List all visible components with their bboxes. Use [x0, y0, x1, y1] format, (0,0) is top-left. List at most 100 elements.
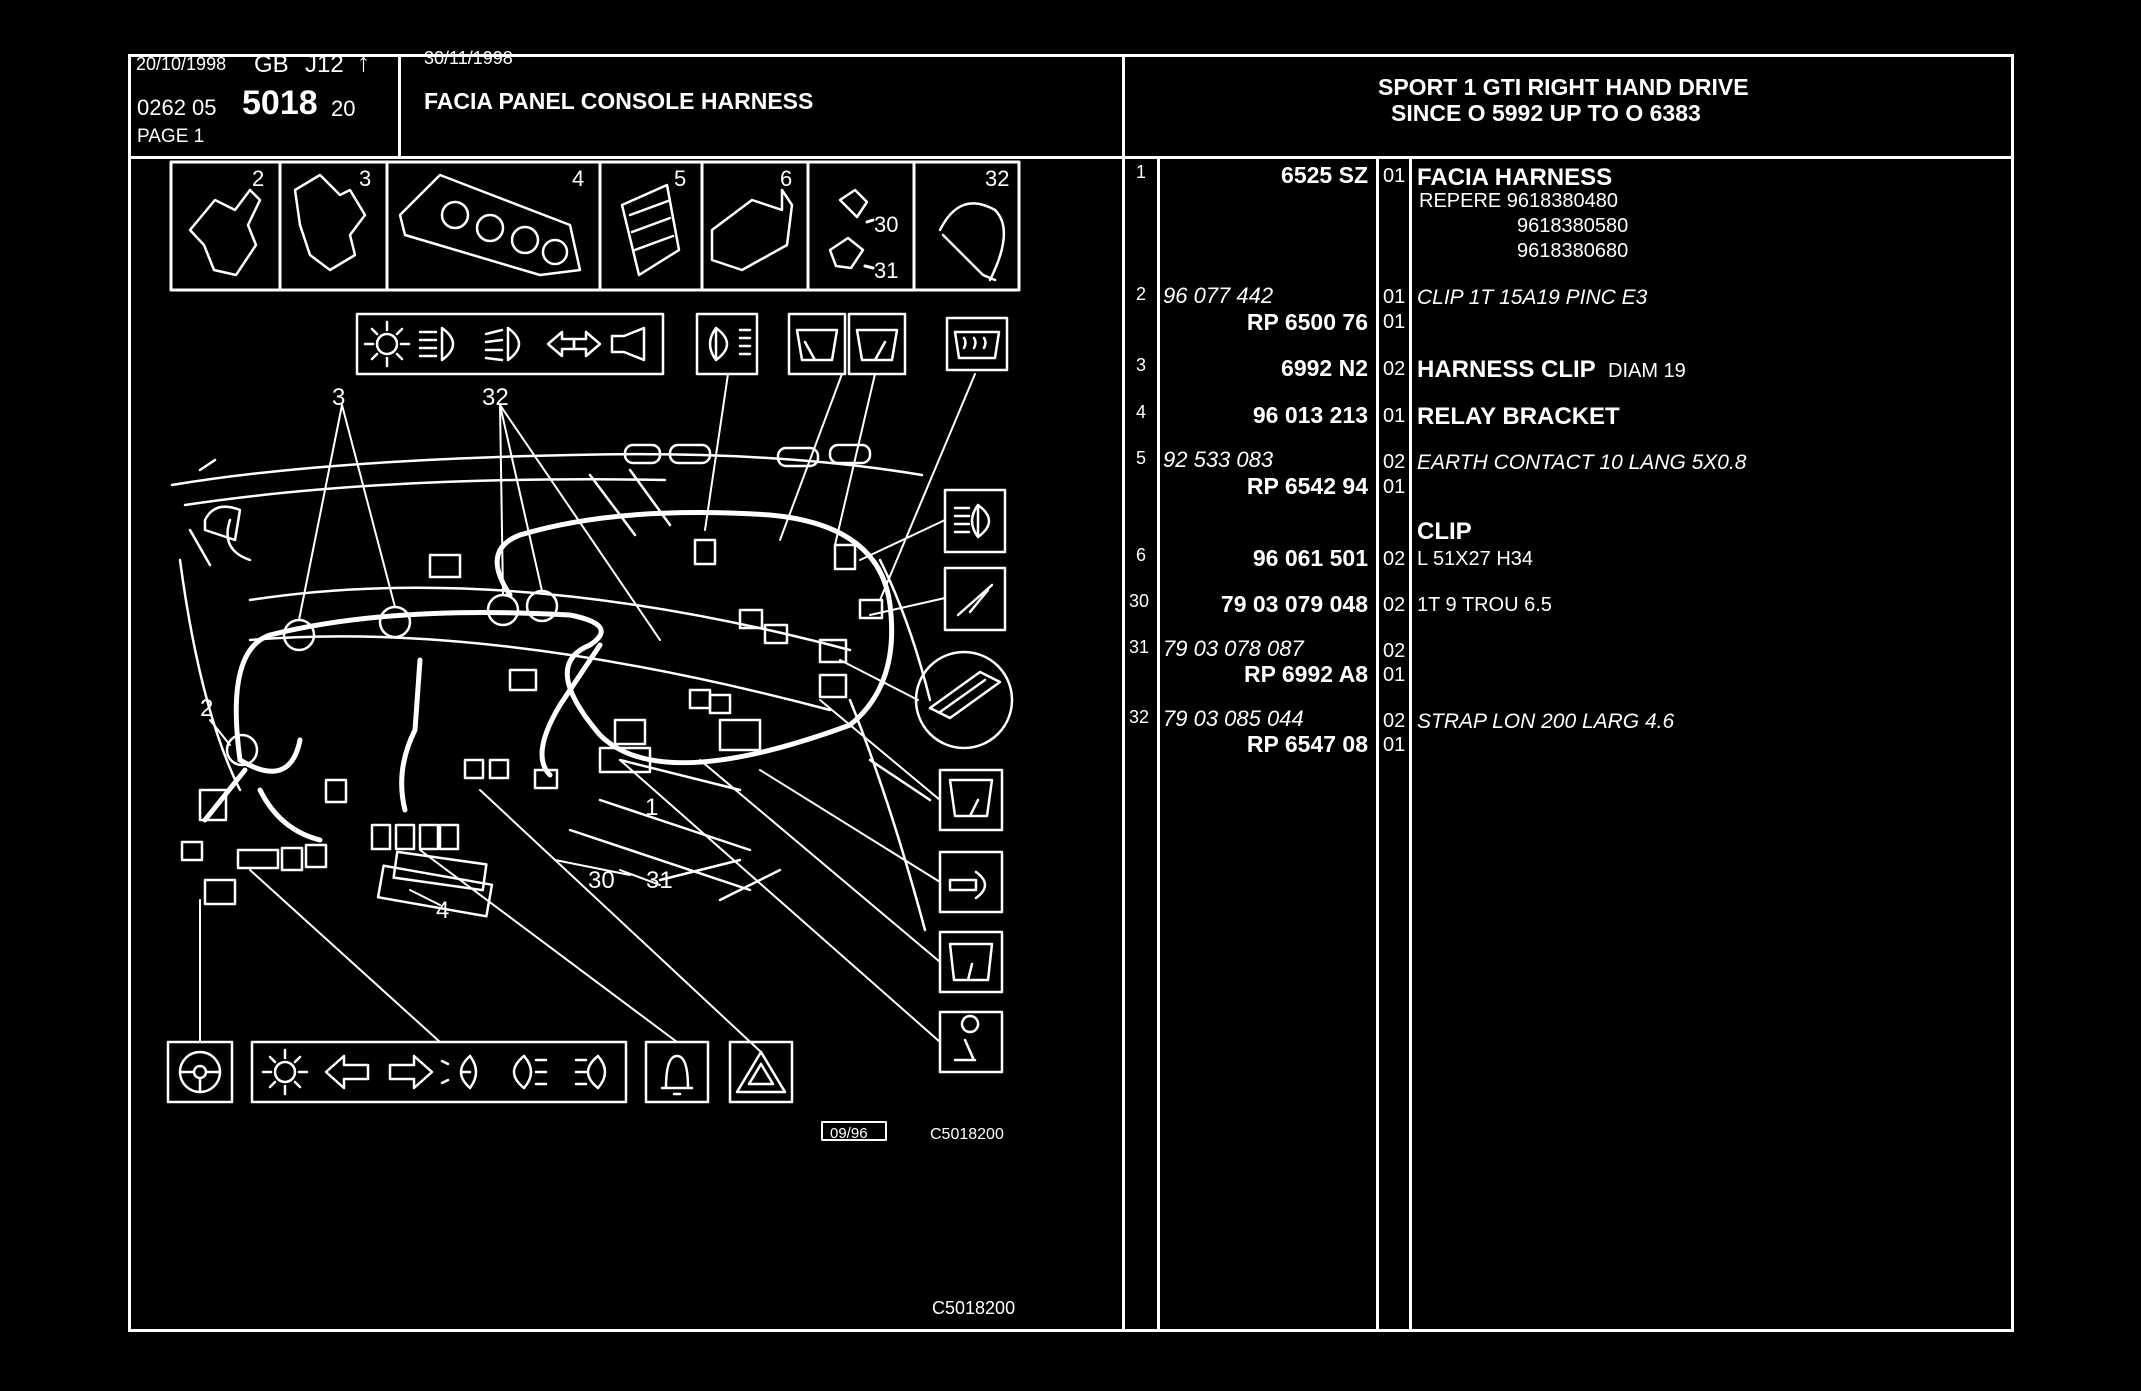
part-number: 96 061 501 [1252, 545, 1368, 571]
part-31-clip-icon [828, 236, 865, 270]
part-number: 92 533 083 [1163, 447, 1274, 472]
part-desc: L 51X27 H34 [1417, 548, 1534, 570]
indicator-right-icon [572, 330, 602, 358]
ashtray-icon [928, 670, 1002, 720]
gauge-icon [948, 942, 994, 982]
lamp-icon [363, 320, 411, 368]
part-number: 79 03 079 048 [1220, 591, 1368, 617]
footer-code: C5018200 [932, 1298, 1015, 1318]
part-32-strap-icon [938, 202, 1006, 282]
side-light-icon [440, 1054, 478, 1090]
indicator-left-icon [546, 330, 576, 358]
figure-code: C5018200 [930, 1126, 1004, 1143]
part-ref: 6 [1136, 545, 1147, 565]
header-arrow: ↑ [357, 47, 370, 77]
date-code: 09/96 [830, 1125, 868, 1142]
header-date: 20/10/1998 [136, 54, 227, 74]
header-ref-suffix: 20 [331, 96, 356, 121]
part-box-number: 32 [985, 166, 1009, 191]
wiper-icon [795, 328, 899, 362]
part-desc: HARNESS CLIP [1417, 356, 1596, 383]
callout-number: 2 [200, 695, 213, 722]
part-ref: 31 [1129, 637, 1150, 657]
callout-number: 31 [646, 867, 673, 894]
part-box-number: 30 [874, 212, 898, 237]
connectors [180, 443, 884, 918]
part-ref: 2 [1136, 284, 1147, 304]
part-30-clip-icon [838, 188, 869, 219]
part-box-number: 31 [874, 258, 898, 283]
parts-col-qty-divider [1409, 156, 1412, 1332]
part-rp-number: RP 6500 76 [1246, 309, 1368, 335]
part-ref: 5 [1136, 448, 1147, 468]
header-ref-prefix: 0262 05 [137, 95, 217, 120]
compass-icon [956, 583, 994, 617]
part-number: 96 013 213 [1252, 402, 1368, 428]
part-rp-qty: 01 [1383, 476, 1406, 498]
part-note: 9618380580 [1517, 215, 1629, 237]
part-ref: 32 [1129, 707, 1150, 727]
header-code: J12 [305, 51, 344, 78]
part-ref: 30 [1129, 591, 1150, 611]
bell-icon [660, 1054, 694, 1096]
part-number: 6992 N2 [1281, 355, 1368, 381]
part-number: 79 03 085 044 [1163, 706, 1304, 731]
header-divider-left [398, 54, 401, 158]
page-frame [128, 54, 2014, 1332]
part-rp-qty: 01 [1383, 664, 1406, 686]
callout-number: 3 [332, 384, 345, 411]
lamp-icon [261, 1048, 309, 1096]
fog-lamp-icon [953, 503, 991, 539]
main-beam-icon [484, 326, 521, 362]
part-desc: EARTH CONTACT 10 LANG 5X0.8 [1417, 451, 1747, 474]
page-title: FACIA PANEL CONSOLE HARNESS [424, 88, 814, 114]
callout-number: 1 [645, 794, 658, 821]
callout-number: 30 [588, 867, 615, 894]
part-qty: 02 [1383, 640, 1406, 662]
part-desc-extra: DIAM 19 [1608, 360, 1686, 382]
part-qty: 02 [1383, 358, 1406, 380]
header-ref-main: 5018 [242, 84, 318, 122]
part-qty: 02 [1383, 451, 1406, 473]
part-note: REPERE 9618380480 [1419, 190, 1619, 212]
right-side-icons [914, 488, 1014, 1074]
part-qty: 02 [1383, 548, 1406, 570]
part-ref: 3 [1136, 355, 1147, 375]
callout-number: 32 [482, 384, 509, 411]
parts-col-ref-divider [1157, 156, 1160, 1332]
rear-demist-icon [953, 330, 1001, 360]
part-3-clip-icon [293, 173, 367, 272]
part-4-relay-bracket-icon [398, 173, 582, 277]
part-desc: FACIA HARNESS [1417, 164, 1613, 191]
indicator-right-icon [388, 1054, 434, 1090]
part-box-number: 5 [674, 166, 686, 191]
part-qty: 01 [1383, 286, 1406, 308]
part-5-earth-contact-icon [620, 183, 681, 277]
parts-strip [169, 160, 1021, 292]
part-qty: 01 [1383, 165, 1406, 187]
hazard-icon [735, 1050, 787, 1094]
leader-lines [199, 373, 976, 1053]
steering-wheel-icon [178, 1050, 222, 1094]
part-desc: CLIP [1417, 518, 1472, 545]
part-rp-number: RP 6547 08 [1246, 731, 1368, 757]
cigar-lighter-icon [948, 870, 987, 900]
part-rp-qty: 01 [1383, 311, 1406, 333]
header-date-2: 30/11/1998 [424, 48, 513, 68]
callout-number: 4 [436, 897, 449, 924]
part-desc: CLIP 1T 15A19 PINC E3 [1417, 286, 1648, 309]
part-2-clip-icon [188, 188, 262, 277]
upper-switch-icons [355, 312, 1009, 376]
handbrake-icon [953, 1014, 980, 1062]
part-number: 79 03 078 087 [1163, 636, 1304, 661]
model-line-1: SPORT 1 GTI RIGHT HAND DRIVE [1378, 74, 1749, 100]
header-bottom-rule [128, 156, 2014, 159]
fog-lamp-icon [574, 1054, 607, 1090]
part-qty: 02 [1383, 710, 1406, 732]
part-rp-number: RP 6542 94 [1246, 473, 1368, 499]
part-box-number: 4 [572, 166, 584, 191]
date-code-box [821, 1121, 887, 1141]
rear-fog-icon [512, 1054, 548, 1090]
part-6-clip-icon [710, 188, 794, 272]
